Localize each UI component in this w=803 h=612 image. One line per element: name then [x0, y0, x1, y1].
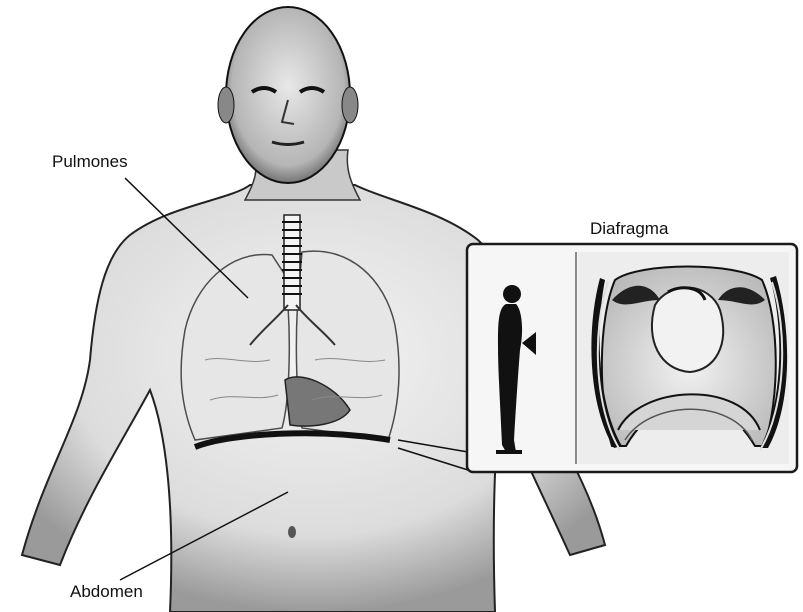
- left-ear: [218, 87, 234, 123]
- lungs-label: Pulmones: [52, 152, 128, 172]
- navel: [288, 526, 296, 538]
- head: [226, 7, 350, 183]
- abdomen-label: Abdomen: [70, 582, 143, 602]
- diaphragm-label: Diafragma: [590, 219, 668, 239]
- diaphragm-inset: [467, 244, 797, 472]
- right-ear: [342, 87, 358, 123]
- ct-cross-section: [591, 267, 787, 451]
